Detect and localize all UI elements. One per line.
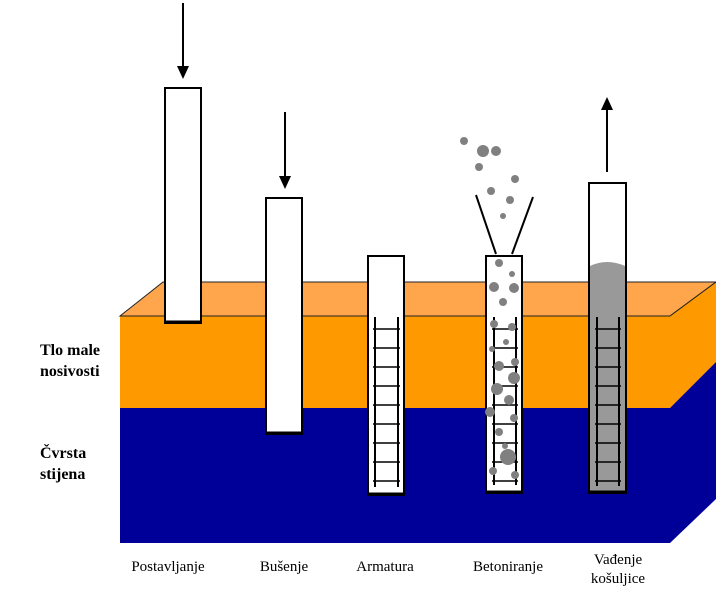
step-5-casing-extraction (588, 97, 627, 494)
aggregate-particle (508, 372, 520, 384)
aggregate-particle (491, 383, 503, 395)
reinforcement-cage (595, 317, 621, 486)
aggregate-particle (510, 414, 518, 422)
rock-label-line1: Čvrsta (40, 445, 87, 462)
aggregate-particle (502, 443, 508, 449)
aggregate-particle (500, 213, 506, 219)
up-arrow-icon (601, 97, 613, 110)
aggregate-particle (485, 407, 495, 417)
step-label-line1: Vađenje (593, 552, 643, 568)
step-label-vadenje-kosuljice: Vađenje košuljice (563, 551, 673, 589)
soft-soil-label-line2: nosivosti (40, 363, 100, 380)
step-label-armatura: Armatura (356, 559, 414, 575)
step-3-reinforcement (367, 255, 405, 496)
casing-pipe (164, 87, 202, 324)
rock-label: Čvrsta stijena (40, 443, 120, 485)
aggregate-particle (494, 361, 504, 371)
aggregate-particle (475, 163, 483, 171)
concrete-aggregate (460, 137, 520, 479)
aggregate-particle (504, 395, 514, 405)
aggregate-particle (499, 298, 507, 306)
aggregate-particle (500, 449, 516, 465)
aggregate-particle (503, 339, 509, 345)
soft-soil-label: Tlo male nosivosti (40, 340, 120, 382)
aggregate-particle (509, 283, 519, 293)
step-label-line2: košuljice (590, 571, 646, 587)
aggregate-particle (489, 282, 499, 292)
aggregate-particle (460, 137, 468, 145)
rock-label-line2: stijena (40, 466, 86, 483)
aggregate-particle (489, 467, 497, 475)
aggregate-particle (511, 471, 519, 479)
aggregate-particle (495, 428, 503, 436)
aggregate-particle (490, 320, 498, 328)
step-4-concreting (460, 137, 534, 494)
rock-layer-side (670, 362, 716, 543)
aggregate-particle (491, 146, 501, 156)
aggregate-particle (508, 323, 516, 331)
aggregate-particle (511, 175, 519, 183)
soft-soil-label-line1: Tlo male (40, 342, 100, 359)
down-arrow-head-icon (279, 176, 291, 189)
aggregate-particle (506, 196, 514, 204)
down-arrow-head-icon (177, 66, 189, 79)
aggregate-particle (489, 346, 495, 352)
soil-side-edge (669, 281, 716, 317)
aggregate-particle (509, 271, 515, 277)
aggregate-particle (477, 145, 489, 157)
aggregate-particle (495, 259, 503, 267)
concrete-fill (590, 262, 625, 492)
reinforcement-cage (373, 317, 400, 487)
step-label-busenje: Bušenje (259, 559, 309, 575)
funnel-right (511, 196, 534, 255)
step-label-betoniranje: Betoniranje (473, 559, 543, 575)
step-1-casing-placement (164, 3, 202, 324)
casing-pipe (265, 197, 303, 435)
step-2-drilling (265, 112, 303, 435)
aggregate-particle (487, 187, 495, 195)
aggregate-particle (511, 358, 519, 366)
funnel-left (475, 194, 497, 255)
step-label-postavljanje: Postavljanje (131, 559, 205, 575)
soil-layer-side (670, 282, 716, 408)
